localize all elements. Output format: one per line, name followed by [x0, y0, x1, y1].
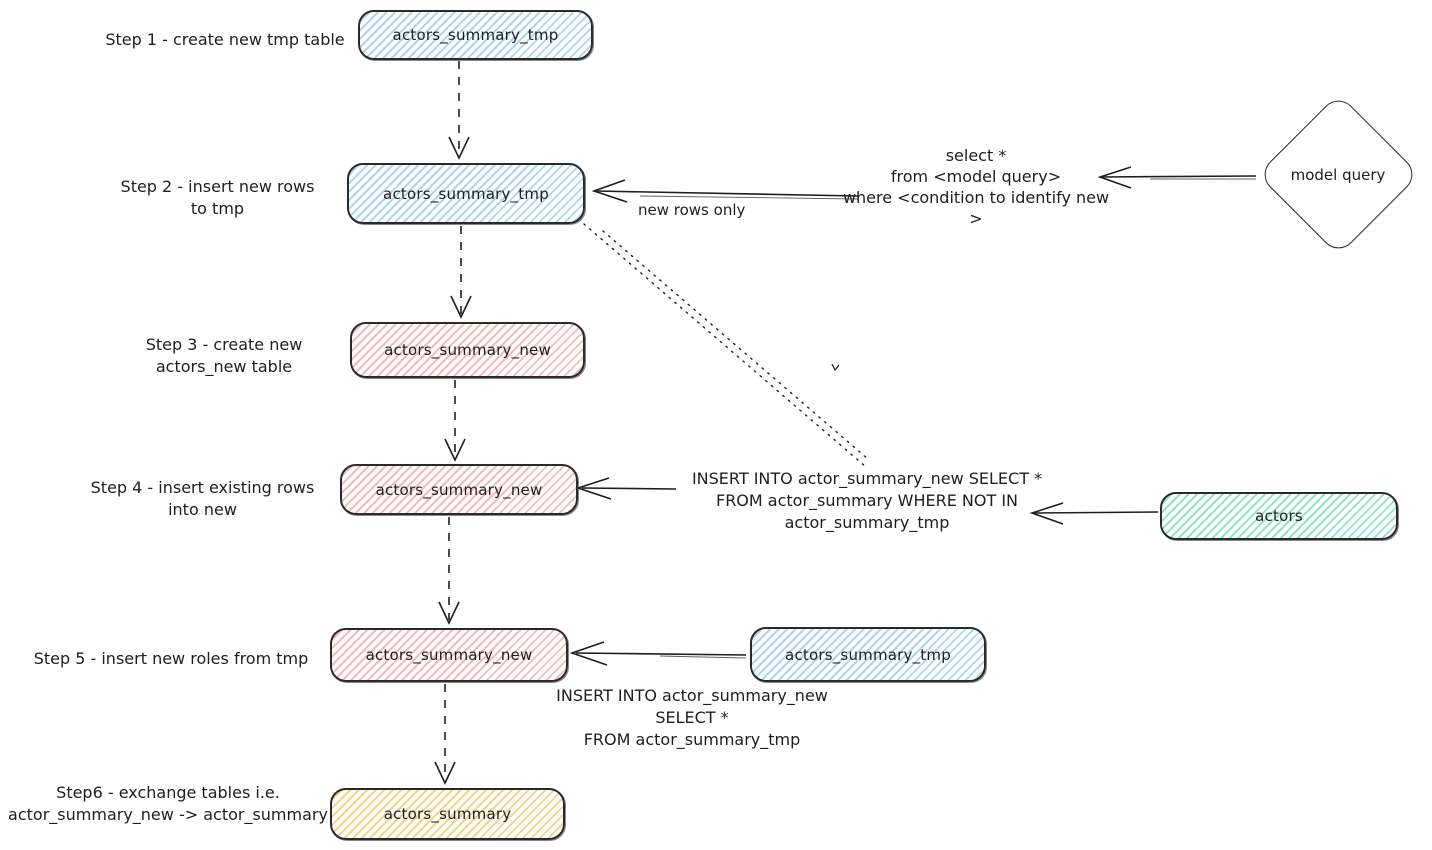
node-step4-actors-summary-new: actors_summary_new — [340, 464, 578, 515]
step4-label: Step 4 - insert existing rows into new — [90, 478, 315, 519]
node-step2-actors-summary-tmp: actors_summary_tmp — [347, 163, 585, 224]
step2-label: Step 2 - insert new rows to tmp — [120, 177, 315, 218]
arrow-step4-to-step5 — [438, 517, 460, 625]
small-tick-mark — [831, 363, 840, 372]
arrow-step1-to-step2 — [448, 61, 470, 160]
arrow-step5-to-step6 — [434, 684, 456, 785]
node-label: actors_summary_new — [375, 480, 543, 499]
model-query-sql-text: select * from <model query> where <condi… — [842, 146, 1110, 228]
node-label: actors_summary_tmp — [392, 26, 559, 44]
node-step3-actors-summary-new: actors_summary_new — [350, 322, 585, 378]
node-label: actors_summary_tmp — [383, 184, 549, 203]
node-label: actors_summary_new — [384, 341, 551, 359]
step5-label: Step 5 - insert new roles from tmp — [33, 649, 309, 668]
model-query-label: model query — [1290, 166, 1386, 184]
step6-label: Step6 - exchange tables i.e. actor_summa… — [8, 783, 328, 824]
node-actors: actors — [1160, 492, 1398, 540]
dotted-link-step2-to-insertsql — [583, 223, 869, 468]
node-label: actors — [1255, 507, 1303, 525]
step3-label: Step 3 - create new actors_new table — [145, 335, 303, 376]
insert-existing-sql-text: INSERT INTO actor_summary_new SELECT * F… — [691, 469, 1043, 532]
insert-new-sql-text: INSERT INTO actor_summary_new SELECT * F… — [556, 686, 828, 749]
arrow-step3-to-step4 — [444, 380, 466, 462]
node-step1-actors-summary-tmp: actors_summary_tmp — [358, 10, 593, 60]
arrow-tmp-to-step5 — [569, 641, 747, 666]
node-step6-actors-summary: actors_summary — [330, 788, 565, 840]
arrow-insertsql-to-step4 — [575, 477, 677, 500]
node-label: actors_summary_tmp — [785, 645, 951, 664]
node-label: actors_summary — [383, 805, 512, 823]
new-rows-only-label: new rows only — [638, 201, 746, 219]
arrow-modelquery-to-query-text — [1097, 166, 1257, 189]
node-label: actors_summary_new — [365, 646, 533, 664]
node-step5-actors-summary-new: actors_summary_new — [330, 628, 568, 682]
step1-label: Step 1 - create new tmp table — [105, 30, 345, 49]
arrow-step2-to-step3 — [450, 226, 472, 319]
node-step5-source-actors-summary-tmp: actors_summary_tmp — [750, 627, 986, 682]
